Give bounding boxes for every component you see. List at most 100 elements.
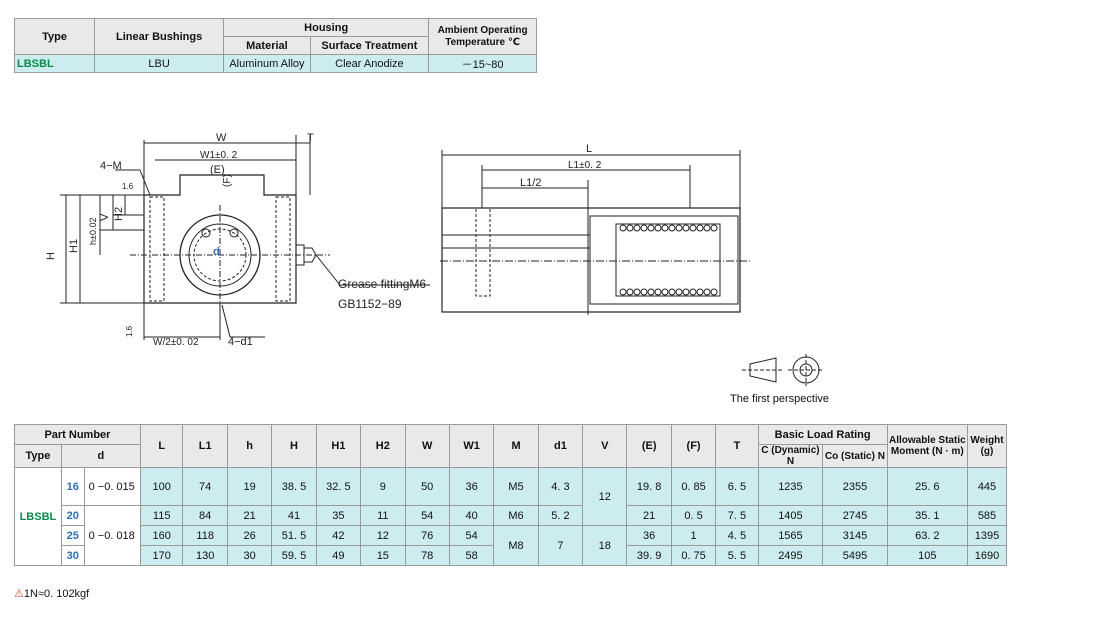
first-angle-projection-icon	[742, 354, 824, 386]
cell-m: M6	[493, 505, 539, 526]
dim-h: h±0.02	[88, 218, 98, 245]
header-static: Co (Static) N	[822, 444, 888, 468]
cell-e: 39. 9	[626, 545, 672, 566]
cell-l1: 118	[182, 525, 228, 546]
type-code: LBSBL	[14, 467, 62, 566]
header-t: T	[715, 424, 759, 468]
header-ambient-temp: Ambient Operating Temperature ℃	[428, 18, 537, 55]
dim-v: V	[99, 213, 111, 221]
dim-d1: 4−d1	[228, 336, 253, 348]
cell-h: 59. 5	[271, 545, 317, 566]
dim-l1: L1±0. 2	[568, 160, 602, 171]
d-tolerance: 0 −0. 018	[83, 505, 141, 566]
bushing-value: LBU	[94, 54, 225, 73]
front-view-drawing: W W1±0. 2 (E) (F) 4−M T 1.6 V H2 h±0.02 …	[45, 132, 430, 348]
cell-h-small: 30	[226, 545, 273, 566]
cell-static: 2355	[822, 467, 888, 506]
cell-m: M5	[493, 467, 539, 506]
cell-v: 18	[582, 525, 628, 566]
cell-m: M8	[493, 525, 539, 566]
cell-h1: 35	[315, 505, 362, 526]
grease-standard-label: GB1152−89	[338, 297, 402, 311]
header-l: L	[139, 424, 184, 468]
cell-dynamic: 1235	[757, 467, 824, 506]
cell-moment: 63. 2	[886, 525, 968, 546]
d-value: 30	[60, 545, 85, 566]
header-h2: H2	[360, 424, 406, 468]
cell-h2: 15	[360, 545, 406, 566]
cell-l: 170	[139, 545, 184, 566]
header-part-number: Part Number	[14, 424, 141, 445]
cell-t: 4. 5	[715, 525, 759, 546]
grease-fitting-label: Grease fittingM6	[338, 277, 426, 291]
side-view-drawing: L L1±0. 2 L1/2	[440, 143, 750, 315]
surface-value: Clear Anodize	[309, 54, 430, 73]
cell-e: 36	[626, 525, 672, 546]
header-material: Material	[223, 36, 311, 55]
cell-h: 38. 5	[271, 467, 317, 506]
header-m: M	[493, 424, 539, 468]
dim-w1: W1±0. 2	[200, 150, 238, 161]
footnote: ⚠1N≈0. 102kgf	[14, 587, 89, 600]
cell-weight: 445	[966, 467, 1008, 506]
cell-h: 41	[271, 505, 317, 526]
cell-moment: 25. 6	[886, 467, 968, 506]
d-value: 20	[60, 505, 85, 526]
dim-l1-half: L1/2	[520, 177, 541, 189]
d-value: 25	[60, 525, 85, 546]
cell-dynamic: 1565	[757, 525, 824, 546]
cell-w1: 40	[448, 505, 495, 526]
cell-h: 51. 5	[271, 525, 317, 546]
cell-dynamic: 2495	[757, 545, 824, 566]
dim-l: L	[586, 143, 592, 155]
cell-f: 0. 75	[670, 545, 717, 566]
cell-w: 78	[404, 545, 450, 566]
d-tolerance: 0 −0. 015	[83, 467, 141, 506]
header-basic-load-rating: Basic Load Rating	[757, 424, 888, 445]
cell-dynamic: 1405	[757, 505, 824, 526]
header-allowable-moment: Allowable Static Moment (N · m)	[886, 424, 968, 468]
cell-w1: 58	[448, 545, 495, 566]
header-d: d	[60, 444, 141, 468]
cell-w: 50	[404, 467, 450, 506]
cell-w1: 54	[448, 525, 495, 546]
cell-l: 160	[139, 525, 184, 546]
cell-h-small: 26	[226, 525, 273, 546]
cell-l1: 130	[182, 545, 228, 566]
cell-h2: 9	[360, 467, 406, 506]
cell-l1: 74	[182, 467, 228, 506]
cell-static: 3145	[822, 525, 888, 546]
perspective-label: The first perspective	[730, 393, 830, 405]
cell-h-small: 19	[226, 467, 273, 506]
header-weight: Weight (g)	[966, 424, 1008, 468]
cell-static: 2745	[822, 505, 888, 526]
specification-table: Part Number L L1 h H H1 H2 W W1 M d1 V (…	[14, 424, 1008, 566]
cell-w: 54	[404, 505, 450, 526]
header-e: (E)	[626, 424, 672, 468]
header-type: Type	[13, 18, 96, 55]
cell-v: 12	[582, 467, 628, 526]
cell-d1: 7	[537, 525, 584, 566]
cell-h2: 12	[360, 525, 406, 546]
cell-moment: 35. 1	[886, 505, 968, 526]
header-surface-treatment: Surface Treatment	[309, 36, 430, 55]
header-f: (F)	[670, 424, 717, 468]
cell-t: 7. 5	[715, 505, 759, 526]
cell-h1: 42	[315, 525, 362, 546]
header-type: Type	[14, 444, 62, 468]
dim-H: H	[45, 252, 57, 260]
bore-d-label: d	[213, 246, 220, 258]
dim-t: T	[307, 132, 314, 144]
header-w1: W1	[448, 424, 495, 468]
warning-icon: ⚠	[14, 588, 24, 600]
d-value: 16	[60, 467, 85, 506]
cell-d1: 4. 3	[537, 467, 584, 506]
header-d1: d1	[537, 424, 584, 468]
cell-h2: 11	[360, 505, 406, 526]
cell-h1: 32. 5	[315, 467, 362, 506]
table-row: 20 0 −0. 018 115 84 21 41 35 11 54 40 M6…	[14, 505, 1008, 566]
cell-weight: 1690	[966, 545, 1008, 566]
cell-w1: 36	[448, 467, 495, 506]
cell-weight: 1395	[966, 525, 1008, 546]
header-h: H	[271, 424, 317, 468]
